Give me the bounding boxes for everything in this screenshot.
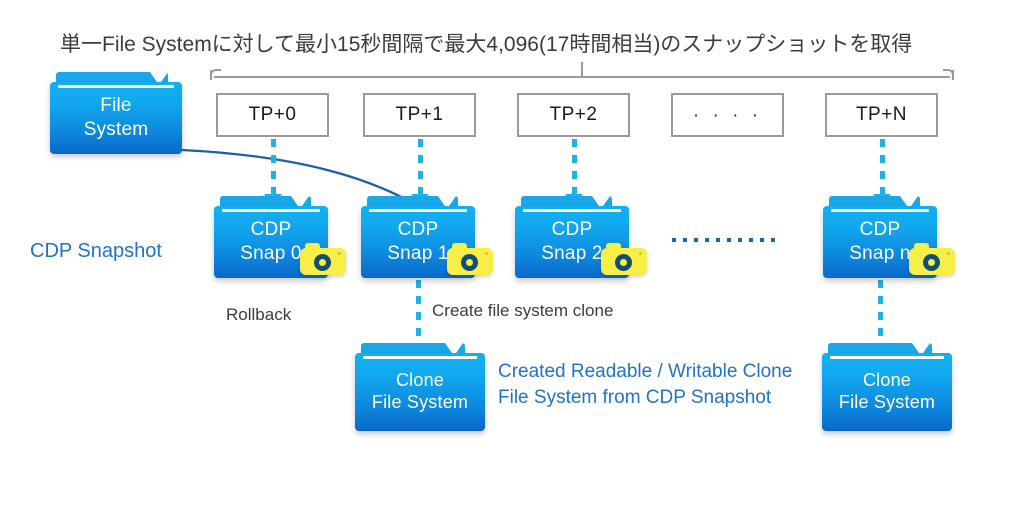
snapshot-continuation-dots: [672, 238, 782, 242]
folder-lip: [830, 356, 944, 359]
camera-icon: [601, 242, 647, 275]
camera-viewfinder: [606, 243, 621, 251]
page-title: 単一File Systemに対して最小15秒間隔で最大4,096(17時間相当)…: [60, 33, 913, 56]
folder-tab: [521, 196, 612, 209]
timeline-box-label: TP+2: [549, 104, 598, 125]
cdp-snapshot-folder-label-line1: CDP: [551, 219, 593, 241]
cdp-snapshot-folder-label-line2: Snap 0: [240, 242, 302, 264]
timeline-bracket: [210, 62, 954, 80]
folder-tab-notch: [291, 196, 309, 209]
folder-tab: [829, 196, 920, 209]
camera-lens: [923, 254, 940, 271]
clone-description: Created Readable / Writable Clone File S…: [498, 361, 793, 409]
folder-lip: [831, 209, 929, 212]
camera-indicator: [338, 252, 341, 255]
camera-lens: [615, 254, 632, 271]
folder-tab: [361, 343, 465, 356]
clone-file-system-folder-label-line1: Clone: [862, 369, 912, 390]
folder-lip: [523, 209, 621, 212]
camera-indicator: [485, 252, 488, 255]
folder-tab: [367, 196, 458, 209]
cdp-snapshot-folder-label-line1: CDP: [250, 219, 292, 241]
timeline-box-label: TP+1: [395, 104, 444, 125]
camera-icon: [447, 242, 493, 275]
cdp-snapshot-folder-label-line1: CDP: [397, 219, 439, 241]
folder-tab-notch: [592, 196, 610, 209]
folder-body: [50, 82, 182, 154]
cdp-snapshot-folder-label-line2: Snap 2: [541, 242, 603, 264]
folder-tab-notch: [445, 343, 463, 356]
folder-lip: [363, 356, 477, 359]
timeline-box[interactable]: TP+0: [216, 93, 329, 137]
snapshot-arrow-0-line: [270, 139, 276, 195]
snapshot-arrow-2-line: [571, 139, 577, 195]
camera-icon: [909, 242, 955, 275]
camera-viewfinder: [452, 243, 467, 251]
timeline-box-label: TP+N: [855, 104, 908, 125]
clone-file-system-folder-label-line2: File System: [838, 391, 936, 412]
bracket-center-tick: [581, 62, 583, 77]
folder-tab: [828, 343, 932, 356]
folder-tab-notch: [438, 196, 456, 209]
camera-viewfinder: [305, 243, 320, 251]
folder-lip: [369, 209, 467, 212]
bracket-right-cap: [952, 70, 954, 78]
folder-lip: [222, 209, 320, 212]
cdp-snapshot-folder-label-line1: CDP: [859, 219, 901, 241]
folder-tab-notch: [912, 343, 930, 356]
file-system-folder-label: File System: [50, 72, 182, 154]
camera-icon: [300, 242, 346, 275]
file-system-label-line2: System: [83, 118, 149, 140]
file-system-folder: File System: [50, 72, 182, 154]
bracket-line: [214, 76, 950, 78]
create-clone-caption: Create file system clone: [432, 301, 614, 320]
folder-tab: [56, 72, 168, 85]
folder-tab-notch: [150, 72, 168, 85]
cdp-snapshot-folder-label-line2: Snap 1: [387, 242, 449, 264]
clone-file-system-folder-label-line1: Clone: [395, 369, 445, 390]
timeline-box[interactable]: TP+2: [517, 93, 630, 137]
folder-body: [822, 353, 952, 431]
snapshot-arrow-3-line: [879, 139, 885, 195]
rollback-caption: Rollback: [226, 305, 292, 324]
cdp-snapshot-folder-label-line2: Snap n: [849, 242, 911, 264]
timeline-box[interactable]: TP+1: [363, 93, 476, 137]
timeline-box-label: TP+0: [248, 104, 297, 125]
clone-arrow-right-line: [878, 280, 883, 344]
timeline-box-label: · · · ·: [692, 104, 763, 126]
folder-body: [355, 353, 485, 431]
folder-tab-notch: [900, 196, 918, 209]
timeline-box-ellipsis[interactable]: · · · ·: [671, 93, 784, 137]
bracket-left-cap: [210, 70, 212, 78]
folder-lip: [58, 85, 174, 88]
camera-viewfinder: [914, 243, 929, 251]
cdp-snapshot-row-label: CDP Snapshot: [30, 240, 162, 262]
camera-lens: [314, 254, 331, 271]
file-system-label-line1: File: [100, 95, 132, 117]
clone-file-system-folder-label-line2: File System: [371, 391, 469, 412]
clone-arrow-center-line: [416, 280, 421, 344]
camera-indicator: [947, 252, 950, 255]
camera-lens: [461, 254, 478, 271]
snapshot-arrow-1-line: [417, 139, 423, 195]
camera-indicator: [639, 252, 642, 255]
timeline-box[interactable]: TP+N: [825, 93, 938, 137]
folder-tab: [220, 196, 311, 209]
